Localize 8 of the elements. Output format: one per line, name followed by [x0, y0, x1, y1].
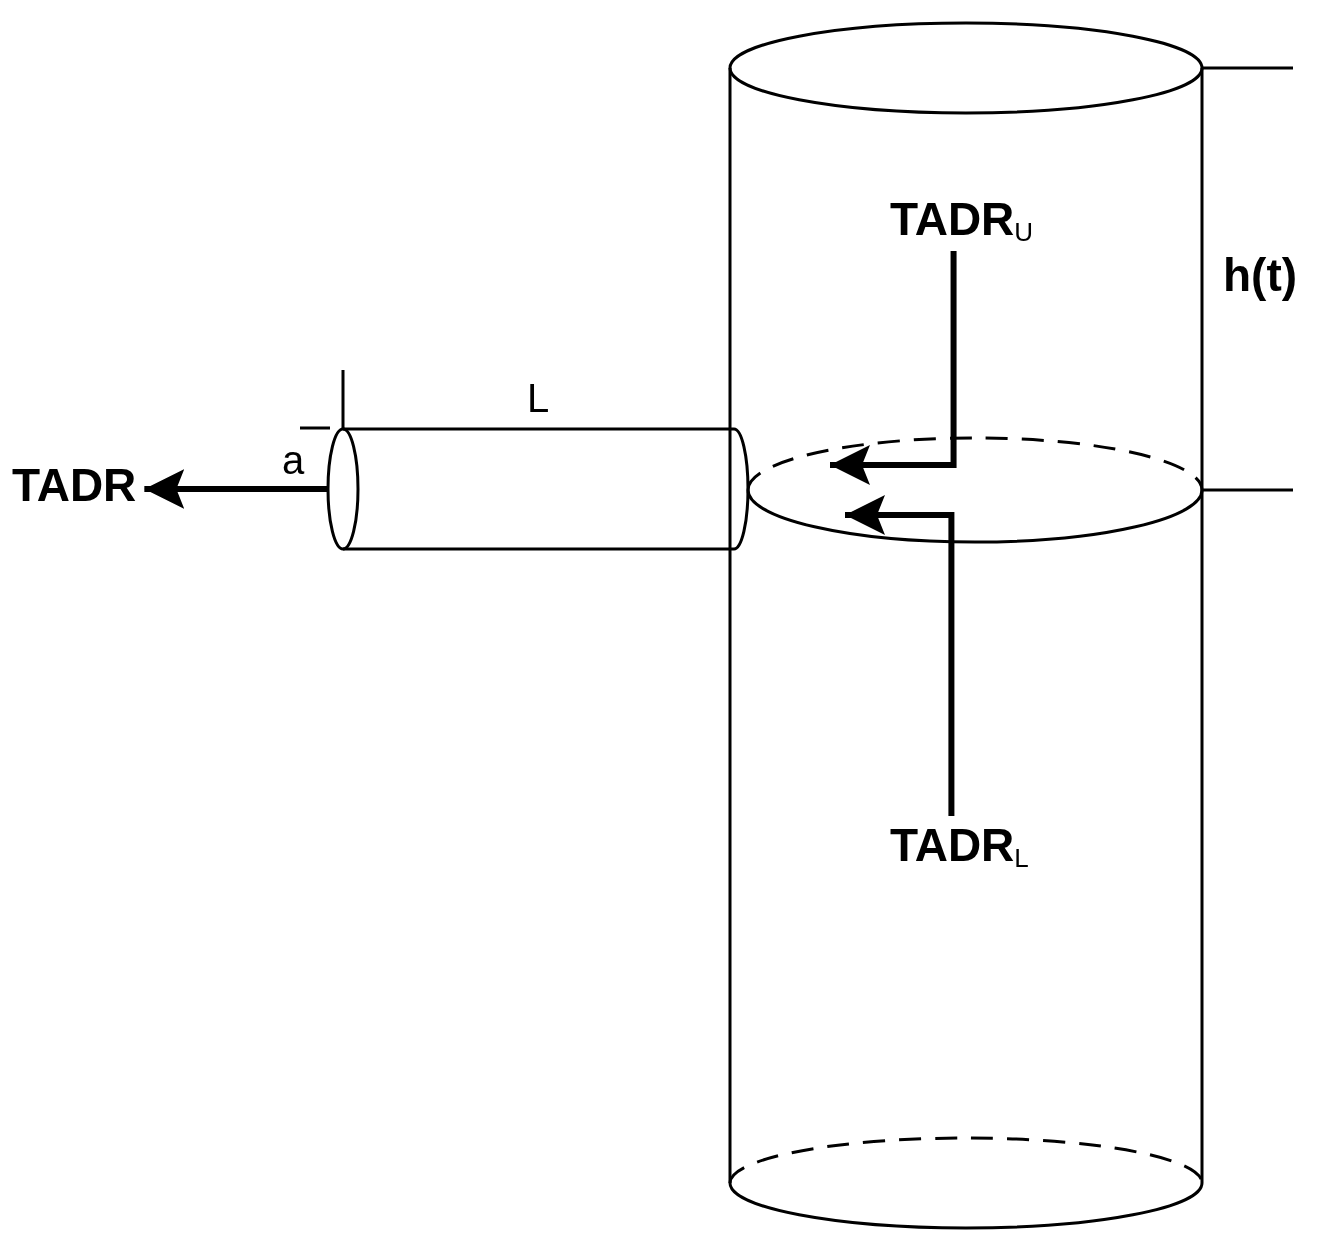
flow-label: TADR$_{U}$ — [890, 196, 1034, 245]
flow-label: TADR$_{L}$ — [890, 822, 1029, 871]
dimension-label: L — [527, 378, 550, 418]
arrow — [830, 251, 957, 485]
flow-label: TADR — [12, 462, 137, 508]
dimension-label: a — [282, 440, 305, 480]
arrow — [845, 495, 955, 816]
arrow — [144, 469, 328, 509]
